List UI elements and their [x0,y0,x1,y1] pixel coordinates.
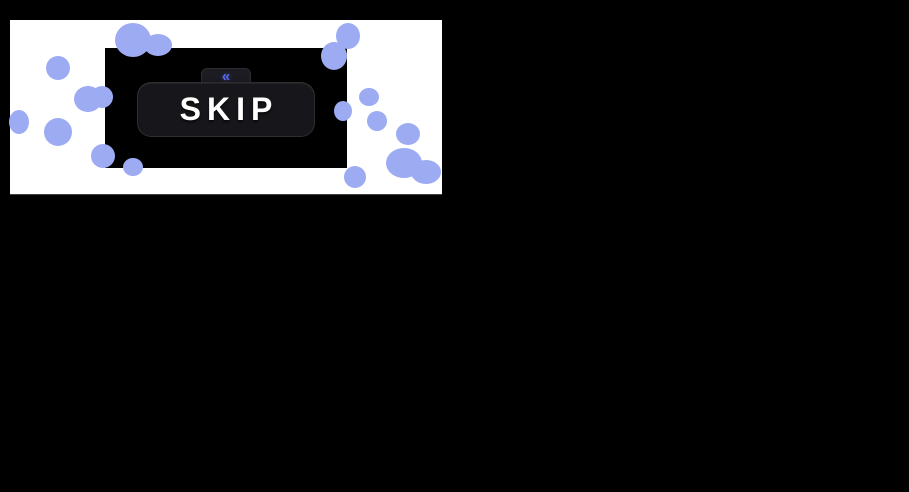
double-chevron-left-icon: « [221,68,231,85]
ad-panel: « SKIP [10,20,442,194]
skip-overlay-panel: « SKIP [105,48,347,168]
skip-button[interactable]: SKIP [137,82,315,137]
skip-button-label: SKIP [179,91,279,127]
